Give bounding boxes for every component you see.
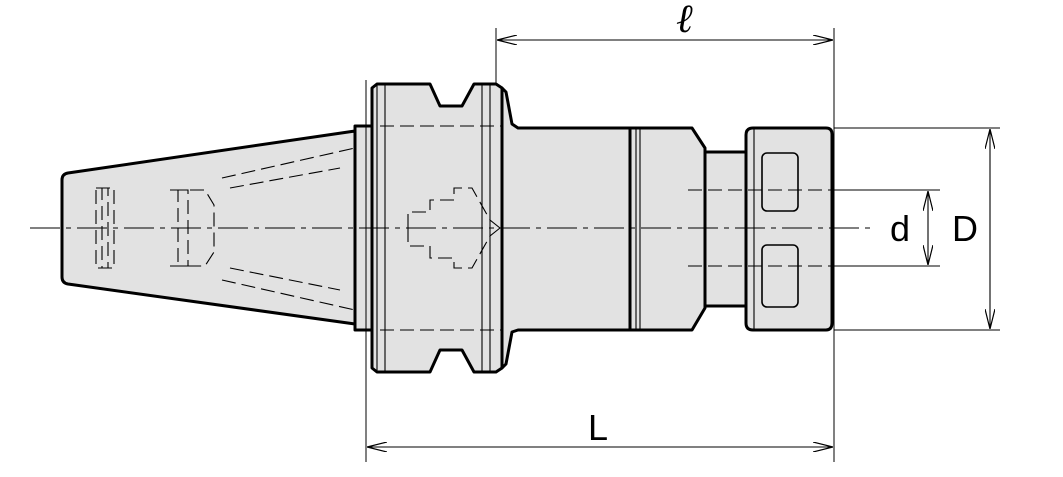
label-outer-diameter: D: [952, 208, 978, 249]
drive-key-hidden: [407, 187, 501, 269]
nut-relief: [703, 150, 748, 308]
hidden-bore-lower-2: [229, 267, 341, 291]
nut-slot-upper: [761, 152, 799, 212]
label-inner-diameter: d: [890, 208, 910, 249]
hidden-bore-lower: [221, 279, 356, 311]
collet-nut: [744, 126, 834, 332]
hidden-bore-upper: [221, 147, 356, 179]
nut-slot-lower: [761, 244, 799, 308]
label-projection-length: ℓ: [676, 0, 693, 41]
main-body: [628, 126, 707, 332]
label-overall-length: L: [588, 407, 608, 448]
hidden-bore-upper-2: [229, 167, 341, 189]
